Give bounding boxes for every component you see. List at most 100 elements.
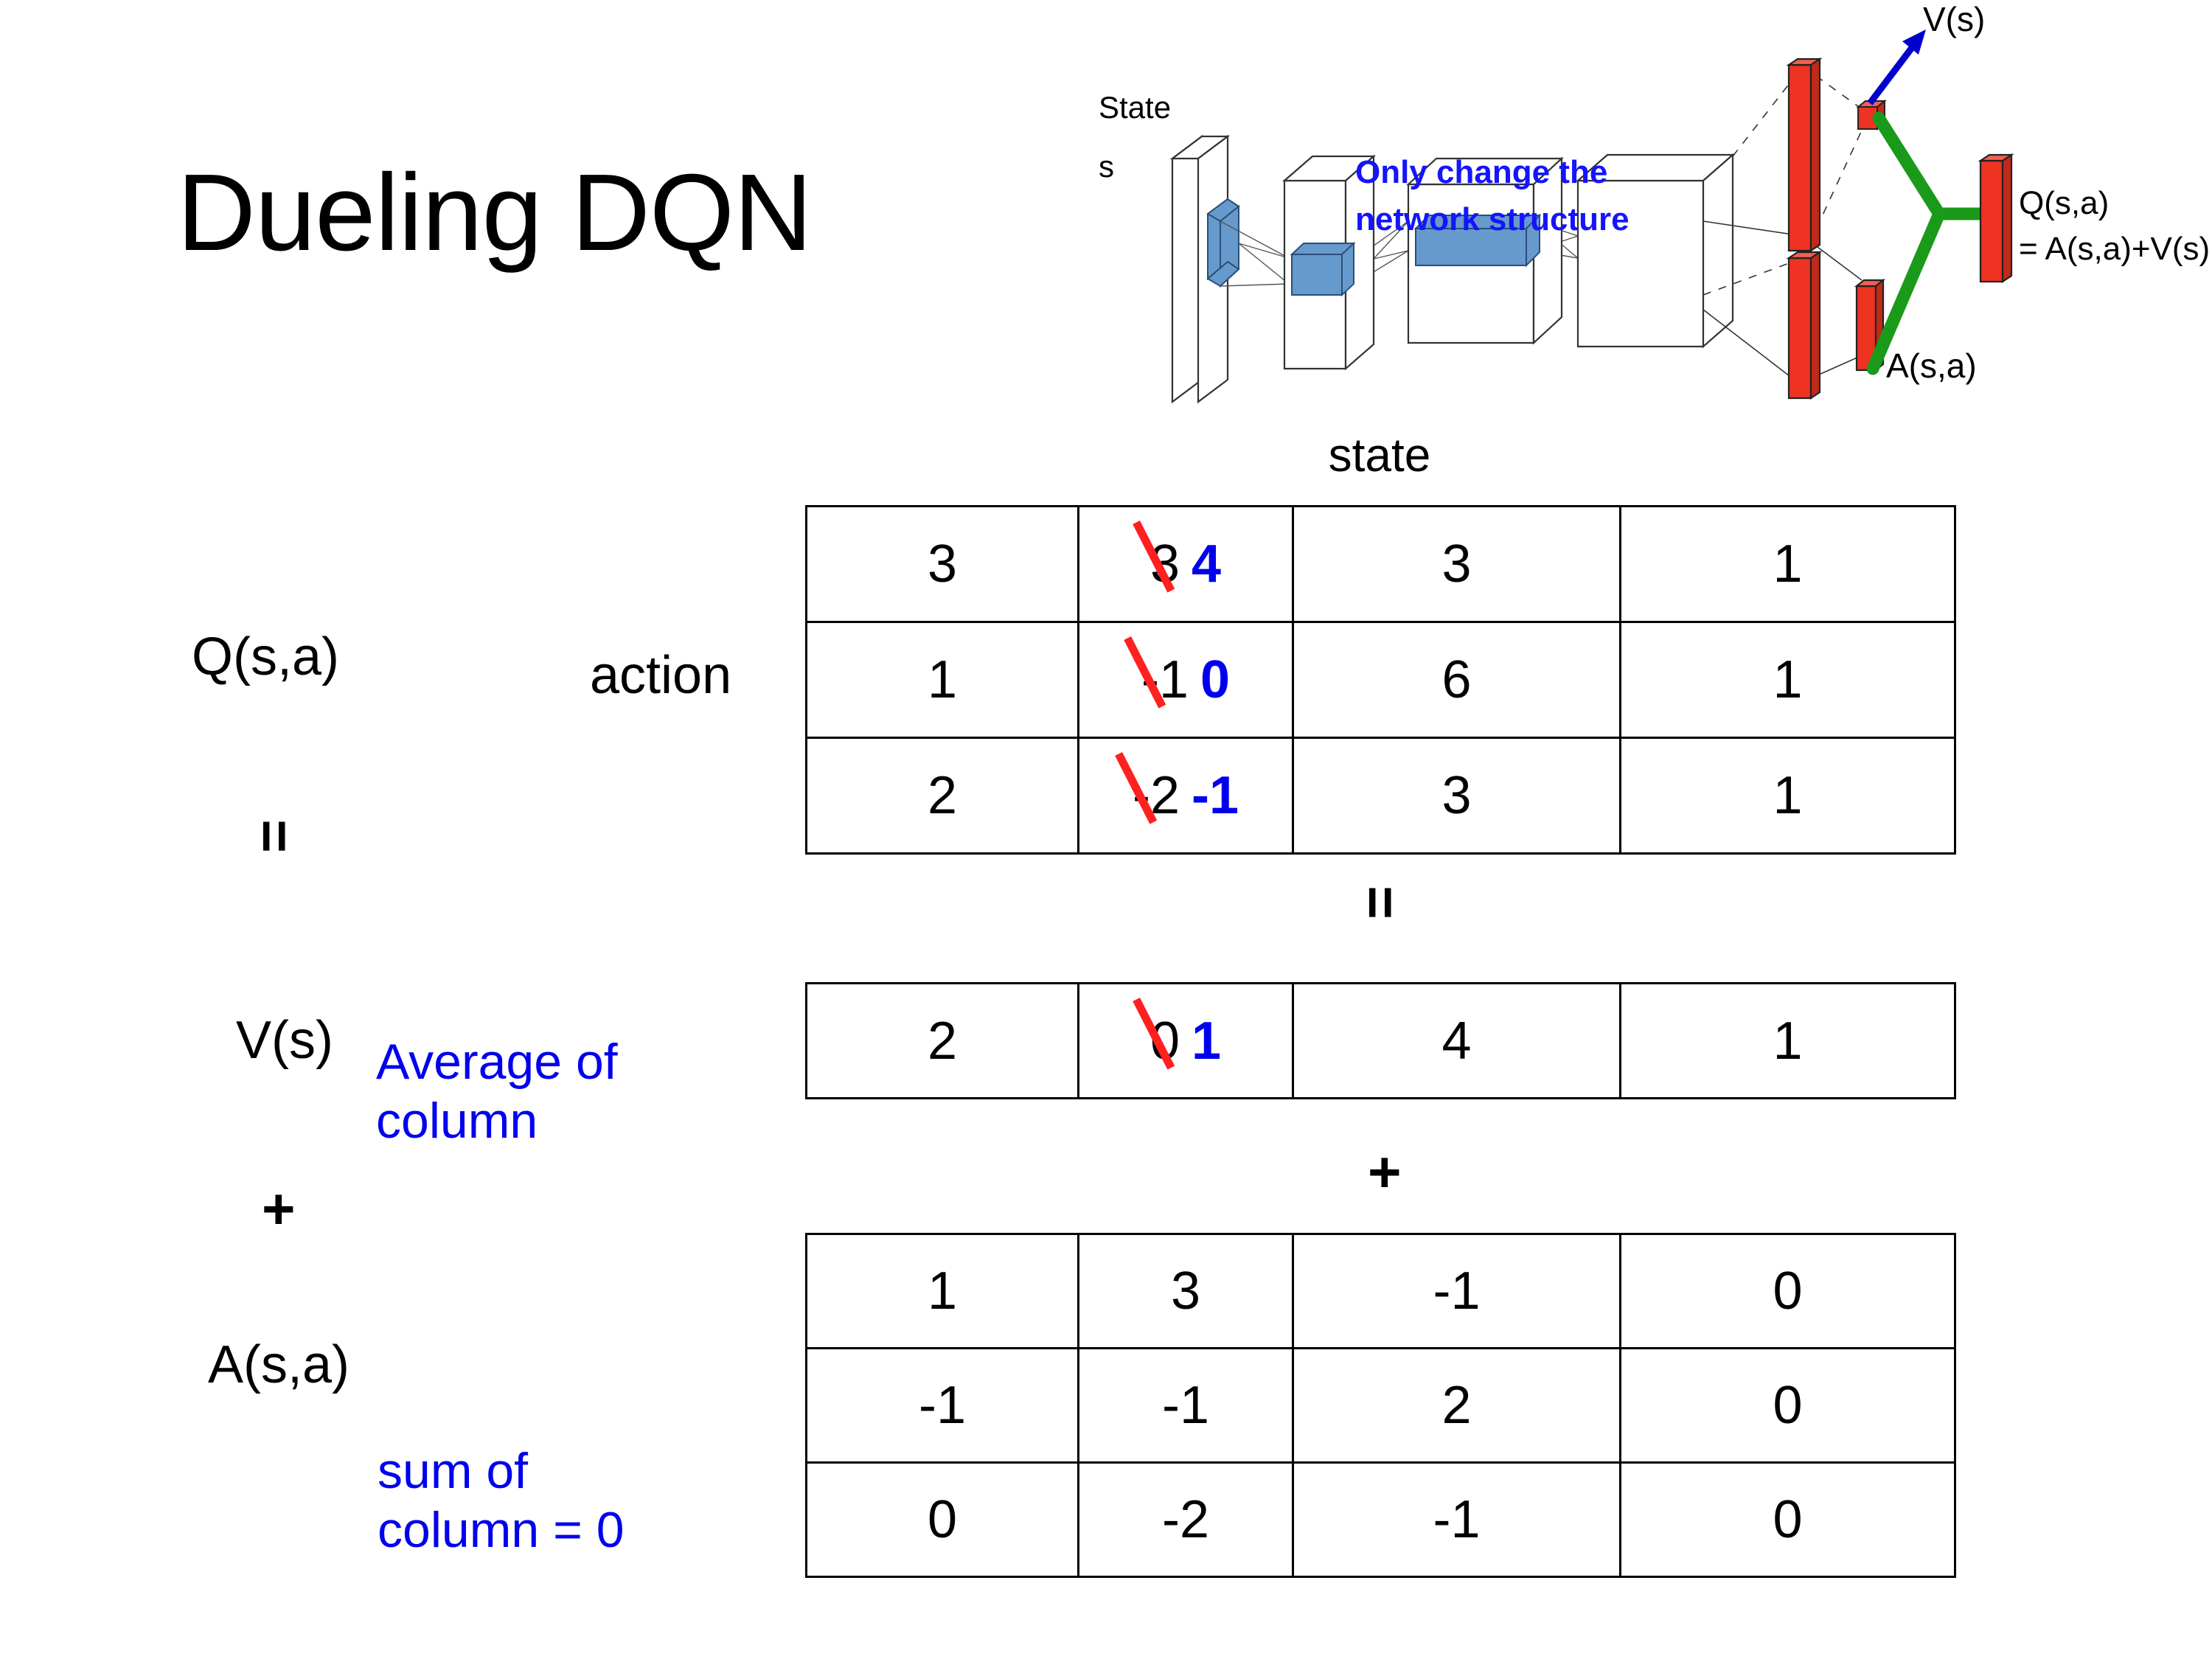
q-cell-r0c2[interactable]: 3 [1292, 505, 1621, 623]
equals-operator-left: = [242, 819, 307, 853]
a-cell-value: 0 [927, 1490, 958, 1549]
split-lines [1703, 66, 1870, 384]
q-cell-r0c3[interactable]: 1 [1619, 505, 1956, 623]
plus-operator-middle: + [1368, 1139, 1402, 1204]
table-row: 0 -2 -1 0 [805, 1461, 1956, 1578]
table-row: 1 3 -1 0 [805, 1233, 1956, 1349]
q-function-label: Q(s,a) [192, 627, 340, 686]
q-cell-old-value: 3 [1150, 535, 1180, 594]
v-cell-value: 4 [1441, 1011, 1472, 1071]
a-cell-value: 1 [927, 1262, 958, 1321]
a-cell-r1c2[interactable]: 2 [1292, 1347, 1621, 1464]
a-cell-value: 0 [1773, 1262, 1803, 1321]
q-cell-value: 3 [927, 535, 958, 594]
a-cell-value: 0 [1773, 1376, 1803, 1435]
q-cell-r2c3[interactable]: 1 [1619, 737, 1956, 855]
a-cell-value: -1 [1433, 1262, 1481, 1321]
average-note-line1: Average of [376, 1034, 618, 1090]
q-output-label-line1: Q(s,a) [2019, 185, 2109, 221]
table-row: 2 -2 -1 3 1 [805, 737, 1956, 855]
network-note-line2: network structure [1355, 201, 1630, 237]
q-cell-value: 1 [1773, 535, 1803, 594]
v-cell-value: 1 [1773, 1011, 1803, 1071]
q-table: 3 3 4 3 1 1 -1 0 6 1 2 [805, 505, 1956, 855]
a-cell-r0c1[interactable]: 3 [1077, 1233, 1294, 1349]
a-cell-r2c0[interactable]: 0 [805, 1461, 1079, 1578]
conv-patch-1-icon [1290, 241, 1356, 297]
q-cell-new-value: 0 [1200, 650, 1231, 709]
a-cell-r0c3[interactable]: 0 [1619, 1233, 1956, 1349]
a-cell-r0c0[interactable]: 1 [805, 1233, 1079, 1349]
sum-note-line2: column = 0 [378, 1502, 625, 1559]
state-label-line1: State [1099, 90, 1171, 125]
a-cell-value: -1 [1433, 1490, 1481, 1549]
v-function-label: V(s) [236, 1011, 333, 1070]
q-cell-r1c3[interactable]: 1 [1619, 621, 1956, 739]
v-cell-c1[interactable]: 0 1 [1077, 982, 1294, 1099]
advantage-stream-bar-icon [1786, 250, 1823, 400]
q-cell-value: 1 [1773, 766, 1803, 825]
v-cell-old-value: 0 [1150, 1011, 1180, 1071]
a-cell-r0c2[interactable]: -1 [1292, 1233, 1621, 1349]
state-label-line2: s [1099, 149, 1114, 184]
v-cell-c2[interactable]: 4 [1292, 982, 1621, 1099]
a-cell-r1c1[interactable]: -1 [1077, 1347, 1294, 1464]
page-title: Dueling DQN [177, 152, 813, 274]
a-cell-r2c1[interactable]: -2 [1077, 1461, 1294, 1578]
a-cell-r1c3[interactable]: 0 [1619, 1347, 1956, 1464]
q-cell-value: 2 [927, 766, 958, 825]
q-cell-r1c2[interactable]: 6 [1292, 621, 1621, 739]
sum-note-line1: sum of [378, 1443, 529, 1499]
a-cell-value: 3 [1170, 1262, 1201, 1321]
v-cell-c3[interactable]: 1 [1619, 982, 1956, 1099]
state-axis-caption: state [1328, 428, 1431, 481]
conv-block-1-icon [1282, 154, 1376, 371]
v-arrow-icon [1867, 29, 1926, 105]
aggregation-merge-icon [1866, 111, 1990, 375]
q-cell-new-value: -1 [1192, 766, 1239, 825]
q-cell-r0c0[interactable]: 3 [805, 505, 1079, 623]
equals-operator-middle: = [1348, 886, 1413, 919]
input-patch-icon [1206, 198, 1240, 288]
q-cell-r2c0[interactable]: 2 [805, 737, 1079, 855]
value-stream-bar-icon [1786, 57, 1823, 253]
q-cell-r1c0[interactable]: 1 [805, 621, 1079, 739]
average-note-line2: column [376, 1093, 538, 1150]
q-cell-value: 1 [1773, 650, 1803, 709]
table-row: 3 3 4 3 1 [805, 505, 1956, 623]
q-cell-value: 3 [1441, 535, 1472, 594]
a-cell-value: 0 [1773, 1490, 1803, 1549]
table-row: 1 -1 0 6 1 [805, 621, 1956, 739]
conv-patch-2-icon [1413, 213, 1542, 268]
a-cell-r2c3[interactable]: 0 [1619, 1461, 1956, 1578]
v-cell-value: 2 [927, 1011, 958, 1071]
a-cell-value: -2 [1161, 1490, 1210, 1549]
q-cell-new-value: 4 [1192, 535, 1222, 594]
a-cell-value: -1 [918, 1376, 967, 1435]
conv-block-3-icon [1576, 153, 1735, 349]
sum-of-column-note: sum of column = 0 [378, 1441, 625, 1559]
q-cell-value: 1 [927, 650, 958, 709]
table-row: -1 -1 2 0 [805, 1347, 1956, 1464]
action-axis-caption: action [590, 646, 732, 705]
a-cell-value: -1 [1161, 1376, 1210, 1435]
q-output-label-line2: = A(s,a)+V(s) [2019, 231, 2210, 267]
q-cell-r2c1[interactable]: -2 -1 [1077, 737, 1294, 855]
q-cell-old-value: -1 [1141, 650, 1189, 709]
q-cell-r2c2[interactable]: 3 [1292, 737, 1621, 855]
a-cell-r1c0[interactable]: -1 [805, 1347, 1079, 1464]
v-cell-new-value: 1 [1192, 1011, 1222, 1071]
q-cell-value: 6 [1441, 650, 1472, 709]
a-table: 1 3 -1 0 -1 -1 2 0 0 -2 -1 0 [805, 1233, 1956, 1578]
a-cell-r2c2[interactable]: -1 [1292, 1461, 1621, 1578]
average-of-column-note: Average of column [376, 1032, 618, 1150]
v-cell-c0[interactable]: 2 [805, 982, 1079, 1099]
a-cell-value: 2 [1441, 1376, 1472, 1435]
q-output-bar-icon [1978, 153, 2014, 284]
q-cell-r1c1[interactable]: -1 0 [1077, 621, 1294, 739]
q-cell-r0c1[interactable]: 3 4 [1077, 505, 1294, 623]
a-output-label: A(s,a) [1886, 347, 1977, 385]
q-cell-old-value: -2 [1132, 766, 1180, 825]
v-table: 2 0 1 4 1 [805, 982, 1956, 1099]
dueling-network-diagram: State s Only change the network structur… [1091, 0, 2212, 413]
